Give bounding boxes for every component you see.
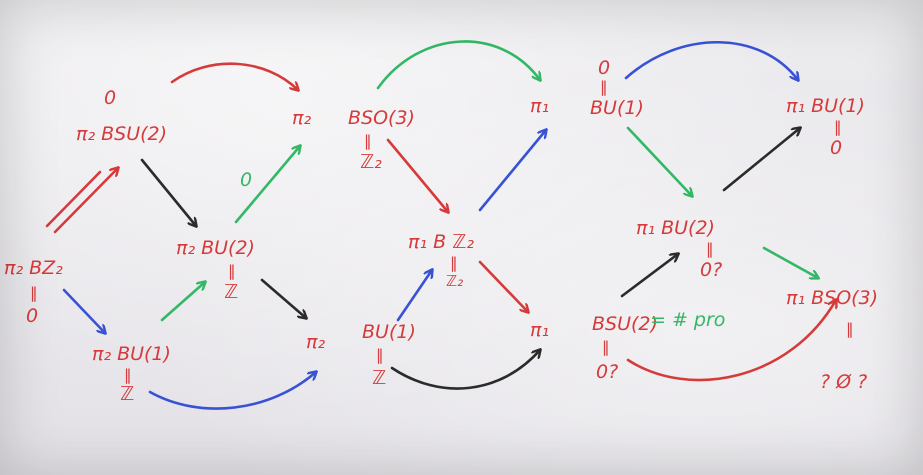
arrow-bu1-to-bu2	[160, 282, 205, 322]
d3-top-node: BU(1)	[590, 97, 644, 119]
d1-bottom-node: π₂ BU(1)	[92, 343, 171, 365]
d3-right-top-node: π₁ BU(1)	[786, 95, 865, 117]
d3-right-top-val: 0	[830, 137, 842, 159]
d2-bottom-node: BU(1)	[362, 321, 416, 343]
d3-bottom-eq: ‖	[602, 338, 610, 356]
d2-right-bottom: π₁	[530, 319, 549, 341]
d2-mid-eq: ‖	[450, 254, 458, 272]
d2-top-node: BSO(3)	[348, 107, 415, 129]
arrow-bz2-to-pi1-bottom	[478, 260, 528, 312]
arrow-bu2-to-pi2-bottom	[260, 278, 306, 318]
d2-bottom-val: ℤ	[372, 367, 386, 389]
arrow-top-blue-curve	[624, 41, 798, 80]
d1-mid-eq: ‖	[228, 262, 236, 280]
d2-top-eq: ‖	[364, 132, 372, 150]
d1-left-val: 0	[26, 305, 38, 327]
d1-left-node: π₂ BZ₂	[4, 257, 63, 279]
arrow-bu1-to-pi2-curve	[148, 372, 316, 410]
d2-mid-val: ℤ₂	[446, 272, 463, 290]
arrow-bz2-to-bu1	[62, 288, 105, 333]
d3-mid-node: π₁ BU(2)	[636, 217, 715, 239]
d3-mid-eq: ‖	[706, 240, 714, 258]
d2-right-top: π₁	[530, 95, 549, 117]
arrow-bsu2-to-bu2	[620, 254, 678, 298]
d1-mid-node: π₂ BU(2)	[176, 237, 255, 259]
d2-bottom-eq: ‖	[376, 346, 384, 364]
diagram-1: 0 π₂ BSU(2) π₂ BZ₂ ‖ 0 π₂ BU(2) ‖ ℤ π₂ B…	[4, 62, 325, 410]
arrow-bu2-to-pi2-top	[234, 146, 300, 224]
diagram-3: 0 ‖ BU(1) π₁ BU(1) ‖ 0 π₁ BU(2) ‖ 0? BSU…	[590, 41, 878, 393]
d3-top-eq: ‖	[600, 78, 608, 96]
arrow-bso3-to-bz2	[386, 138, 448, 212]
arrow-bz2-to-bsu2-2	[45, 170, 102, 228]
arrow-top-curve	[170, 62, 298, 90]
d1-green-label: 0	[240, 169, 252, 191]
d1-right-top: π₂	[292, 107, 311, 129]
d3-top-zero: 0	[598, 57, 610, 79]
arrow-bu1-to-pi1-curve	[390, 350, 540, 390]
arrow-bu2-to-pi1-bu1	[722, 128, 800, 192]
diagram-2: BSO(3) ‖ ℤ₂ π₁ B ℤ₂ ‖ ℤ₂ BU(1) ‖ ℤ π₁ π₁	[348, 40, 549, 390]
arrow-bsu2-to-bu2	[140, 158, 196, 226]
arrow-bu1-to-bu2	[626, 126, 692, 196]
arrow-bu1-to-bz2	[396, 270, 432, 322]
d2-mid-node: π₁ B ℤ₂	[408, 231, 474, 253]
d1-top-node: π₂ BSU(2)	[76, 123, 167, 145]
d3-bottom-node: BSU(2)	[592, 313, 658, 335]
d3-right-bottom-val: ? Ø ?	[820, 371, 867, 393]
arrow-bz2-to-bsu2	[53, 168, 118, 234]
d3-bottom-val: 0?	[596, 361, 618, 383]
d1-right-bottom: π₂	[306, 331, 325, 353]
d1-top-zero: 0	[104, 87, 116, 109]
d1-mid-val: ℤ	[224, 281, 238, 303]
d1-bottom-val: ℤ	[120, 383, 134, 405]
arrow-bz2-to-pi1-top	[478, 130, 546, 212]
d3-right-bottom-eq: ‖	[846, 320, 854, 338]
d1-left-eq: ‖	[30, 284, 38, 302]
arrow-bu2-to-bso3	[762, 246, 818, 278]
d3-right-bottom-node: π₁ BSO(3)	[786, 287, 878, 309]
d1-bottom-eq: ‖	[124, 366, 132, 384]
d3-mid-val: 0?	[700, 259, 722, 281]
d3-green-note: = # pro	[650, 309, 725, 331]
d3-right-top-eq: ‖	[834, 118, 842, 136]
arrow-top-green-curve	[376, 40, 540, 90]
arrow-bsu2-to-bso3-curve	[626, 300, 836, 382]
d2-top-val: ℤ₂	[360, 151, 382, 173]
